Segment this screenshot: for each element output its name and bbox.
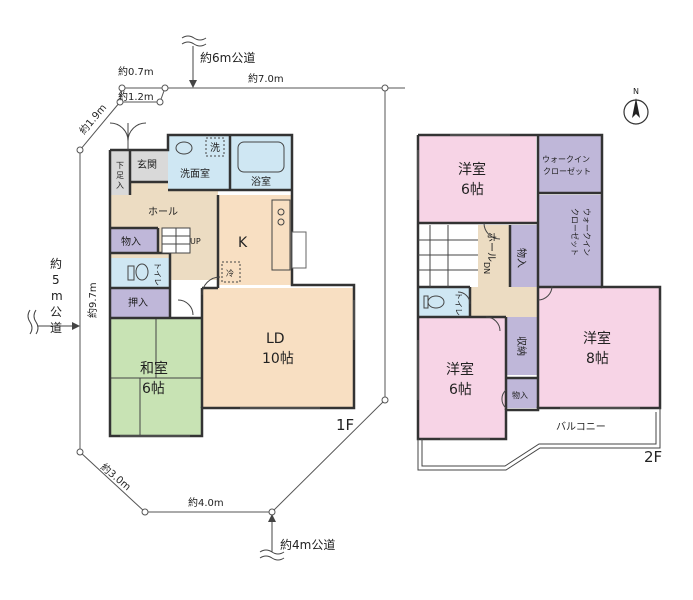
ld-size: 10帖 <box>262 351 294 367</box>
svg-text:公: 公 <box>50 305 62 319</box>
compass-icon: N <box>623 87 649 125</box>
dim-1-9: 約1.9m <box>76 101 109 137</box>
svg-text:足: 足 <box>116 171 124 180</box>
svg-text:ウォークイン: ウォークイン <box>582 208 591 256</box>
room-b-size: 6帖 <box>449 382 472 398</box>
floor-1-label: 1F <box>336 416 354 434</box>
up-label: UP <box>190 237 201 246</box>
road-north-label: 約6m公道 <box>200 50 255 65</box>
bath-label: 浴室 <box>251 175 271 188</box>
dim-1-2: 約1.2m <box>118 90 154 103</box>
room-b-name: 洋室 <box>446 361 474 378</box>
kitchen-label: K <box>238 235 248 251</box>
fridge-label: 冷 <box>226 268 234 278</box>
room-c-name: 洋室 <box>583 330 611 347</box>
washroom-label: 洗面室 <box>180 167 210 180</box>
room-c-size: 8帖 <box>586 351 609 367</box>
svg-text:N: N <box>633 87 639 96</box>
toilet2f-label: トイレ <box>454 292 463 316</box>
svg-text:入: 入 <box>116 181 124 190</box>
oshiire-fill <box>110 288 170 318</box>
wic2-label: ウォークイン クローゼット <box>570 208 591 256</box>
room-a-name: 洋室 <box>458 161 486 178</box>
storage1-fill <box>110 228 158 253</box>
closet-label: 収納 <box>515 336 528 356</box>
hall-1f-label: ホール <box>148 206 178 218</box>
storage2f-b-fill <box>506 378 538 408</box>
svg-text:約: 約 <box>50 256 62 271</box>
toilet1-fill <box>110 258 170 288</box>
washroom-fill <box>168 135 230 190</box>
shoe-cupboard-label: 下 足 入 <box>116 161 124 190</box>
site-boundary <box>76 84 405 516</box>
wash-mark: 洗 <box>210 142 220 154</box>
svg-text:m: m <box>51 289 63 303</box>
room-b-fill <box>418 317 506 439</box>
svg-text:5: 5 <box>52 273 60 287</box>
shoe-cupboard-fill <box>110 150 130 195</box>
dim-0-7: 約0.7m <box>118 65 154 78</box>
washitsu-size: 6帖 <box>142 381 165 397</box>
room-a-size: 6帖 <box>461 182 484 198</box>
ld-fill <box>202 288 354 408</box>
closet-fill <box>506 317 538 375</box>
storage2f-fill <box>510 225 538 287</box>
ld-name: LD <box>266 331 285 347</box>
road-south-marker <box>259 514 285 561</box>
floor-2-plan: 洋室 6帖 ウォークイン クローゼット ウォークイン クローゼット ホール DN… <box>416 133 662 471</box>
entrance-fill <box>130 150 168 182</box>
room-c-fill <box>538 287 660 409</box>
dim-9-7: 約9.7m <box>86 282 99 318</box>
dim-3-0: 約3.0m <box>98 460 134 493</box>
washitsu-name: 和室 <box>140 360 168 377</box>
road-west-label: 約 5 m 公 道 <box>50 256 63 335</box>
storage2f-b-label: 物入 <box>512 390 528 400</box>
road-west-marker <box>27 309 80 335</box>
floor-2-label: 2F <box>644 448 662 466</box>
svg-text:クローゼット: クローゼット <box>570 208 580 256</box>
entrance-label: 玄関 <box>137 158 157 171</box>
dim-7-0: 約7.0m <box>248 72 284 85</box>
wic1-fill <box>538 135 602 193</box>
svg-text:下: 下 <box>116 161 124 170</box>
storage1-label: 物入 <box>121 235 141 248</box>
svg-text:クローゼット: クローゼット <box>543 166 591 176</box>
hall-2f-label: ホール <box>485 232 497 262</box>
svg-text:道: 道 <box>50 321 62 335</box>
bath-fill <box>230 135 292 190</box>
oshiire-label: 押入 <box>128 296 148 309</box>
road-south-label: 約4m公道 <box>280 537 335 552</box>
storage2f-label: 物入 <box>515 248 528 268</box>
dim-4-0: 約4.0m <box>188 496 224 509</box>
road-north-marker <box>181 35 207 88</box>
room-a-fill <box>418 135 536 223</box>
svg-text:ウォークイン: ウォークイン <box>542 155 590 164</box>
wic1-label: ウォークイン クローゼット <box>542 155 591 176</box>
wic2-fill <box>538 195 602 287</box>
floor-1-plan: 玄関 下 足 入 洗 洗面室 浴室 ホール UP 物入 トイレ K 冷 押入 和… <box>108 122 356 438</box>
balcony-label: バルコニー <box>556 421 606 433</box>
toilet1-label: トイレ <box>153 262 162 286</box>
dn-label: DN <box>482 262 491 274</box>
